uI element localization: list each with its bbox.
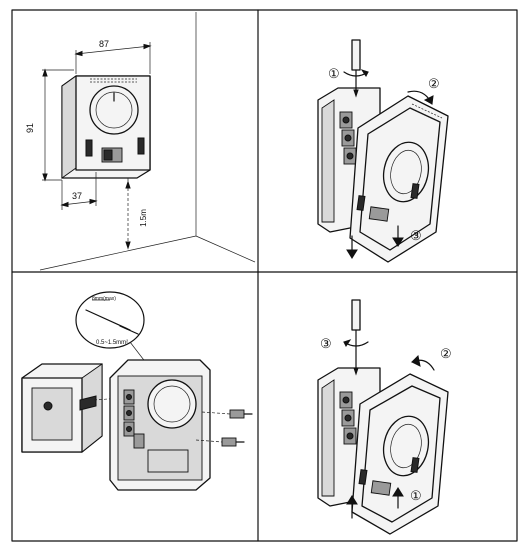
install-step3-marker: ③	[320, 336, 332, 351]
floor-line-right	[195, 235, 256, 263]
cover-switch-window-2	[370, 480, 392, 496]
cover-switch-window	[368, 206, 390, 222]
push-up-arrows	[346, 487, 404, 519]
panel-wiring: 8mm(max) 0.5~1.5mm²	[21, 291, 253, 491]
panel-grid	[11, 9, 518, 542]
back-dial	[147, 379, 197, 429]
depth-label: 37	[72, 191, 82, 201]
panel-dimensions: 87 91 37 1.5m	[25, 12, 256, 271]
wire-section-label: 0.5~1.5mm²	[96, 340, 128, 346]
mount-height-label: 1.5m	[139, 209, 148, 227]
height-dimension: 91	[25, 68, 74, 182]
floor-line-left	[39, 235, 197, 271]
wall-junction-box	[21, 363, 103, 453]
install-step2-marker: ②	[440, 346, 452, 361]
wire-callout: 8mm(max) 0.5~1.5mm²	[75, 291, 151, 369]
screwdriver	[351, 39, 361, 98]
dial-ring	[95, 91, 133, 129]
width-label: 87	[99, 39, 109, 49]
box-screw-hole	[43, 401, 53, 411]
indicator-right	[137, 137, 145, 155]
remove-step1-marker: ①	[328, 66, 340, 81]
thermostat-front-view	[61, 75, 151, 179]
panel-remove-cover: ① ② ③	[317, 39, 449, 263]
pull-down-arrows	[346, 225, 404, 259]
strip-length-label: 8mm(max)	[92, 296, 116, 302]
vent-slots	[90, 78, 137, 83]
mounting-screws	[195, 409, 253, 447]
mounting-height-dimension: 1.5m	[125, 178, 148, 250]
height-label: 91	[25, 123, 35, 133]
depth-dimension: 37	[60, 172, 98, 210]
remove-step2-marker: ②	[428, 76, 440, 91]
screwdriver-2	[351, 299, 361, 376]
panel-attach-cover: ③ ② ①	[317, 299, 452, 535]
thermostat-back-plate	[109, 359, 211, 491]
terminal-block-2	[339, 391, 357, 445]
remove-step3-marker: ③	[410, 228, 422, 243]
dial-knob	[89, 85, 139, 135]
install-step1-marker: ①	[410, 488, 422, 503]
terminal-block	[339, 111, 357, 165]
width-dimension: 87	[74, 39, 152, 74]
indicator-left	[85, 139, 93, 157]
